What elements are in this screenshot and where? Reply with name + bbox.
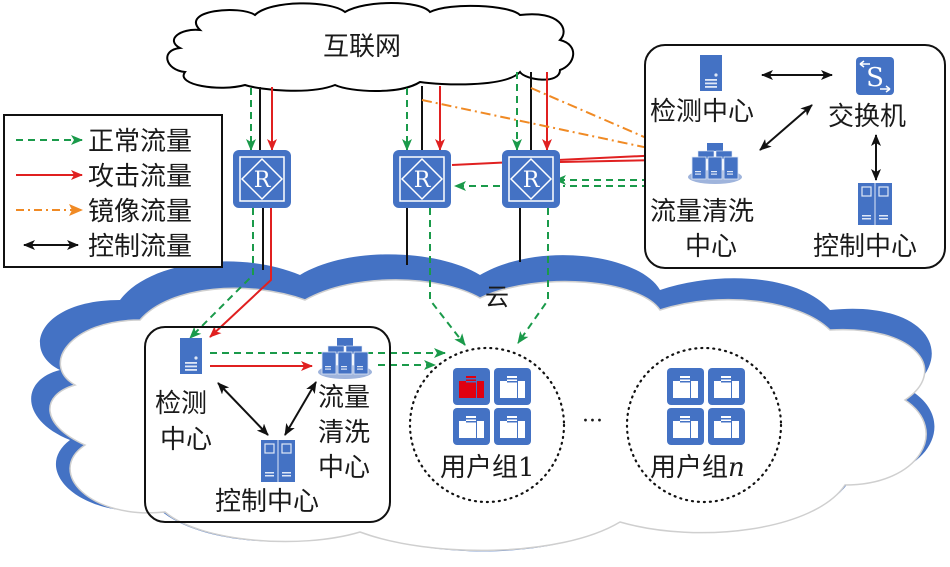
internet-cloud xyxy=(166,2,575,92)
router-label: R xyxy=(414,168,432,193)
control-flow-arrow xyxy=(284,381,317,436)
remote-switch-label: 交换机 xyxy=(828,102,906,132)
server-icon xyxy=(708,368,745,405)
local-control-cabinet-icon xyxy=(260,439,296,483)
infected-server-icon xyxy=(453,368,490,405)
switch-icon[interactable]: S xyxy=(856,57,894,95)
server-icon xyxy=(708,408,745,445)
router-label: R xyxy=(254,168,272,193)
local-cleaning-label-3: 中心 xyxy=(318,453,370,483)
router-3[interactable]: R xyxy=(502,150,560,208)
physical-links xyxy=(259,72,532,270)
local-cleaning-label-2: 清洗 xyxy=(318,418,370,448)
local-center: 检测 中心 流量 清洗 中心 控制中心 xyxy=(144,326,391,523)
control-flow-arrow xyxy=(217,382,269,436)
internet-label: 互联网 xyxy=(323,32,401,62)
legend-normal-label: 正常流量 xyxy=(88,127,192,157)
switch-glyph: S xyxy=(866,63,884,93)
remote-control-label: 控制中心 xyxy=(813,232,917,262)
local-cleaning-label-1: 流量 xyxy=(318,383,370,413)
cloud-label: 云 xyxy=(485,283,509,311)
server-icon xyxy=(494,368,531,405)
local-detection-label-1: 检测 xyxy=(155,389,207,419)
legend: 正常流量 攻击流量 镜像流量 控制流量 xyxy=(3,114,223,268)
ellipsis: ··· xyxy=(582,409,603,434)
router-2[interactable]: R xyxy=(393,150,451,208)
server-icon xyxy=(667,368,704,405)
user-group-n-label: 用户组n xyxy=(650,453,745,483)
remote-cleaning-label-1: 流量清洗 xyxy=(650,197,754,227)
user-group-1[interactable]: 用户组1 xyxy=(408,346,566,504)
remote-detection-label: 检测中心 xyxy=(650,97,754,127)
user-group-1-label: 用户组1 xyxy=(440,453,535,483)
remote-center: 检测中心 S 交换机 流量清洗 中心 控制中心 xyxy=(644,44,946,269)
server-icon xyxy=(494,408,531,445)
user-group-n[interactable]: 用户组n xyxy=(625,346,783,504)
server-icon xyxy=(453,408,490,445)
legend-mirror-label: 镜像流量 xyxy=(88,197,192,227)
control-cabinet-icon xyxy=(857,182,893,226)
local-control-label: 控制中心 xyxy=(215,487,319,517)
local-detection-server-icon xyxy=(180,338,202,374)
router-1[interactable]: R xyxy=(233,150,291,208)
legend-control-label: 控制流量 xyxy=(88,232,192,262)
server-icon xyxy=(667,408,704,445)
legend-attack-label: 攻击流量 xyxy=(88,162,192,192)
control-flow-arrow xyxy=(759,104,813,151)
remote-cleaning-label-2: 中心 xyxy=(685,232,737,262)
detection-server-icon xyxy=(700,55,722,91)
router-label: R xyxy=(523,168,541,193)
local-detection-label-2: 中心 xyxy=(160,425,212,455)
